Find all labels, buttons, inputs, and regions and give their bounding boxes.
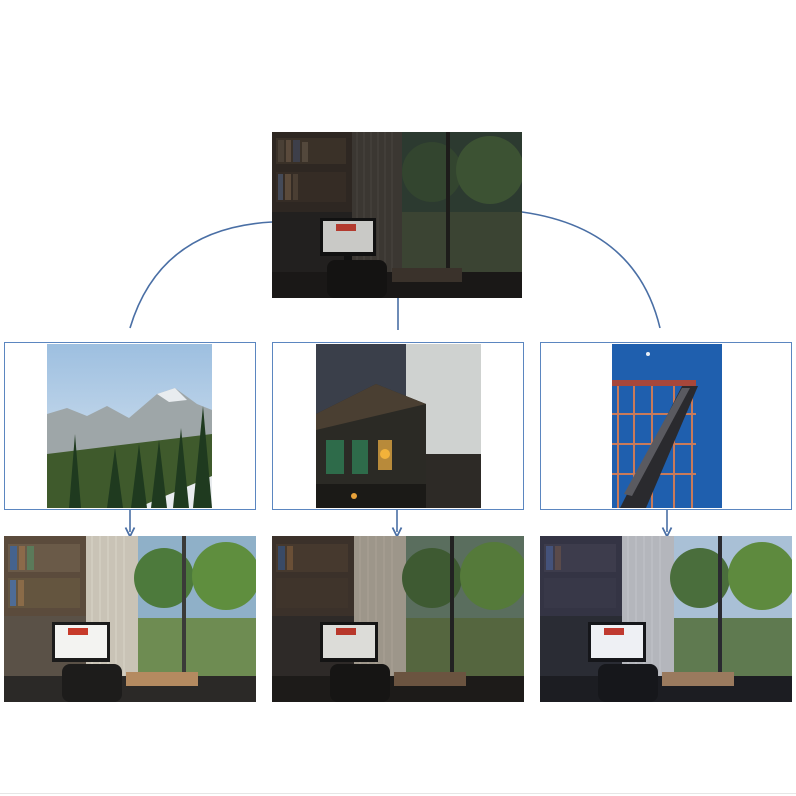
source-office-image — [272, 132, 522, 298]
style-image-mountain — [47, 344, 212, 508]
office-photo-icon — [4, 536, 256, 702]
office-photo-icon — [272, 536, 524, 702]
page-bottom-divider — [0, 793, 796, 794]
house-icon — [316, 344, 481, 508]
result-image-bright — [4, 536, 256, 702]
roller-coaster-icon — [612, 344, 722, 508]
result-image-blue — [540, 536, 792, 702]
mountain-icon — [47, 344, 212, 508]
office-photo-icon — [540, 536, 792, 702]
office-photo-icon — [272, 132, 522, 298]
result-image-dark — [272, 536, 524, 702]
style-image-night-house — [316, 344, 481, 508]
connector-left — [129, 221, 273, 329]
style-image-roller-coaster — [612, 344, 722, 508]
connector-right — [521, 211, 661, 329]
